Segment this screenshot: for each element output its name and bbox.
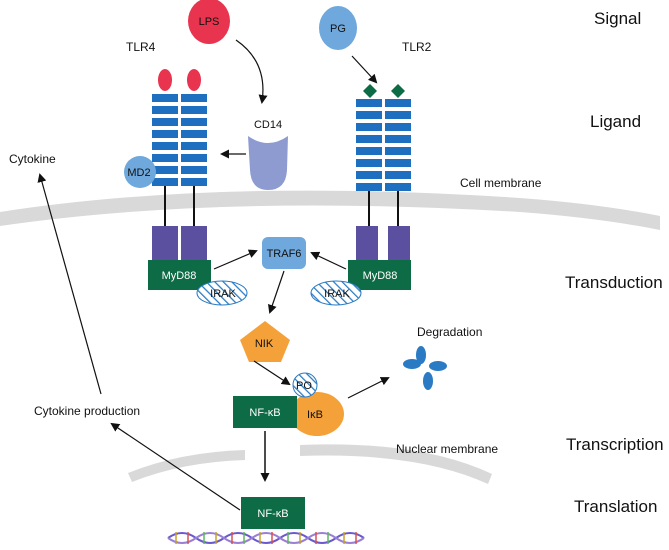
cd14-label: CD14	[254, 119, 282, 131]
md2-molecule: MD2	[124, 156, 156, 188]
arrow-lps-to-cd14	[235, 39, 268, 104]
irak-left-label: IRAK	[210, 288, 236, 300]
irak-right: IRAK	[310, 280, 362, 306]
myd88-right: MyD88	[348, 260, 411, 290]
dna-helix	[167, 532, 365, 544]
degradation-label: Degradation	[417, 325, 482, 339]
nuclear-membrane-label: Nuclear membrane	[396, 442, 498, 456]
ikb-molecule: IκB	[290, 392, 344, 436]
myd88-left-label: MyD88	[162, 270, 197, 282]
ikb-label: IκB	[307, 409, 323, 421]
stage-ligand: Ligand	[590, 112, 641, 131]
arrow-pg-to-tlr2	[351, 55, 378, 84]
cell-membrane-label: Cell membrane	[460, 176, 542, 190]
lps-label: LPS	[199, 16, 220, 28]
tlr4-receptor	[152, 94, 207, 260]
tlr2-receptor	[356, 99, 411, 260]
arrow-nik-to-ikb	[253, 360, 291, 386]
tlr4-lps-bound-right	[187, 69, 201, 91]
nfkb-nucleus: NF-κB	[241, 497, 305, 529]
nfkb-cytoplasm: NF-κB	[233, 396, 297, 428]
tlr2-pg-bound-left	[363, 84, 377, 98]
stage-translation: Translation	[574, 497, 657, 516]
arrow-traf6-to-nik	[268, 270, 285, 314]
pg-label: PG	[330, 23, 346, 35]
nfkb-cytoplasm-label: NF-κB	[249, 407, 280, 419]
cell-membrane	[0, 190, 660, 230]
arrow-myd88-right-to-traf6	[310, 251, 347, 270]
degradation-fragments	[403, 346, 447, 390]
nik-molecule: NIK	[240, 321, 290, 362]
arrow-nfkb-to-cytokine-production	[110, 422, 241, 511]
po-label: PO	[296, 380, 312, 392]
nfkb-nucleus-label: NF-κB	[257, 508, 288, 520]
pg-molecule: PG	[319, 6, 357, 50]
tlr4-label: TLR4	[126, 40, 156, 54]
nuclear-membrane-left	[128, 450, 245, 482]
myd88-left: MyD88	[148, 260, 211, 290]
stage-signal: Signal	[594, 9, 641, 28]
cd14-molecule: CD14	[248, 119, 288, 190]
irak-right-label: IRAK	[324, 288, 350, 300]
traf6-molecule: TRAF6	[262, 237, 306, 269]
stage-transcription: Transcription	[566, 435, 664, 454]
tlr2-label: TLR2	[402, 40, 432, 54]
tlr2-pg-bound-right	[391, 84, 405, 98]
traf6-label: TRAF6	[267, 248, 302, 260]
lps-molecule: LPS	[188, 0, 230, 44]
myd88-right-label: MyD88	[363, 270, 398, 282]
po-phosphate: PO	[292, 372, 318, 398]
cytokine-production-label: Cytokine production	[34, 404, 140, 418]
arrow-cytokine-production-to-cytokine	[37, 173, 102, 395]
nik-label: NIK	[255, 338, 274, 350]
arrow-ikb-to-degradation	[347, 377, 390, 399]
tlr4-lps-bound-left	[158, 69, 172, 91]
cytokine-label: Cytokine	[9, 152, 56, 166]
irak-left: IRAK	[196, 280, 248, 306]
nuclear-membrane-right	[300, 444, 492, 484]
stage-transduction: Transduction	[565, 273, 663, 292]
md2-label: MD2	[127, 167, 150, 179]
arrow-myd88-left-to-traf6	[213, 249, 258, 270]
